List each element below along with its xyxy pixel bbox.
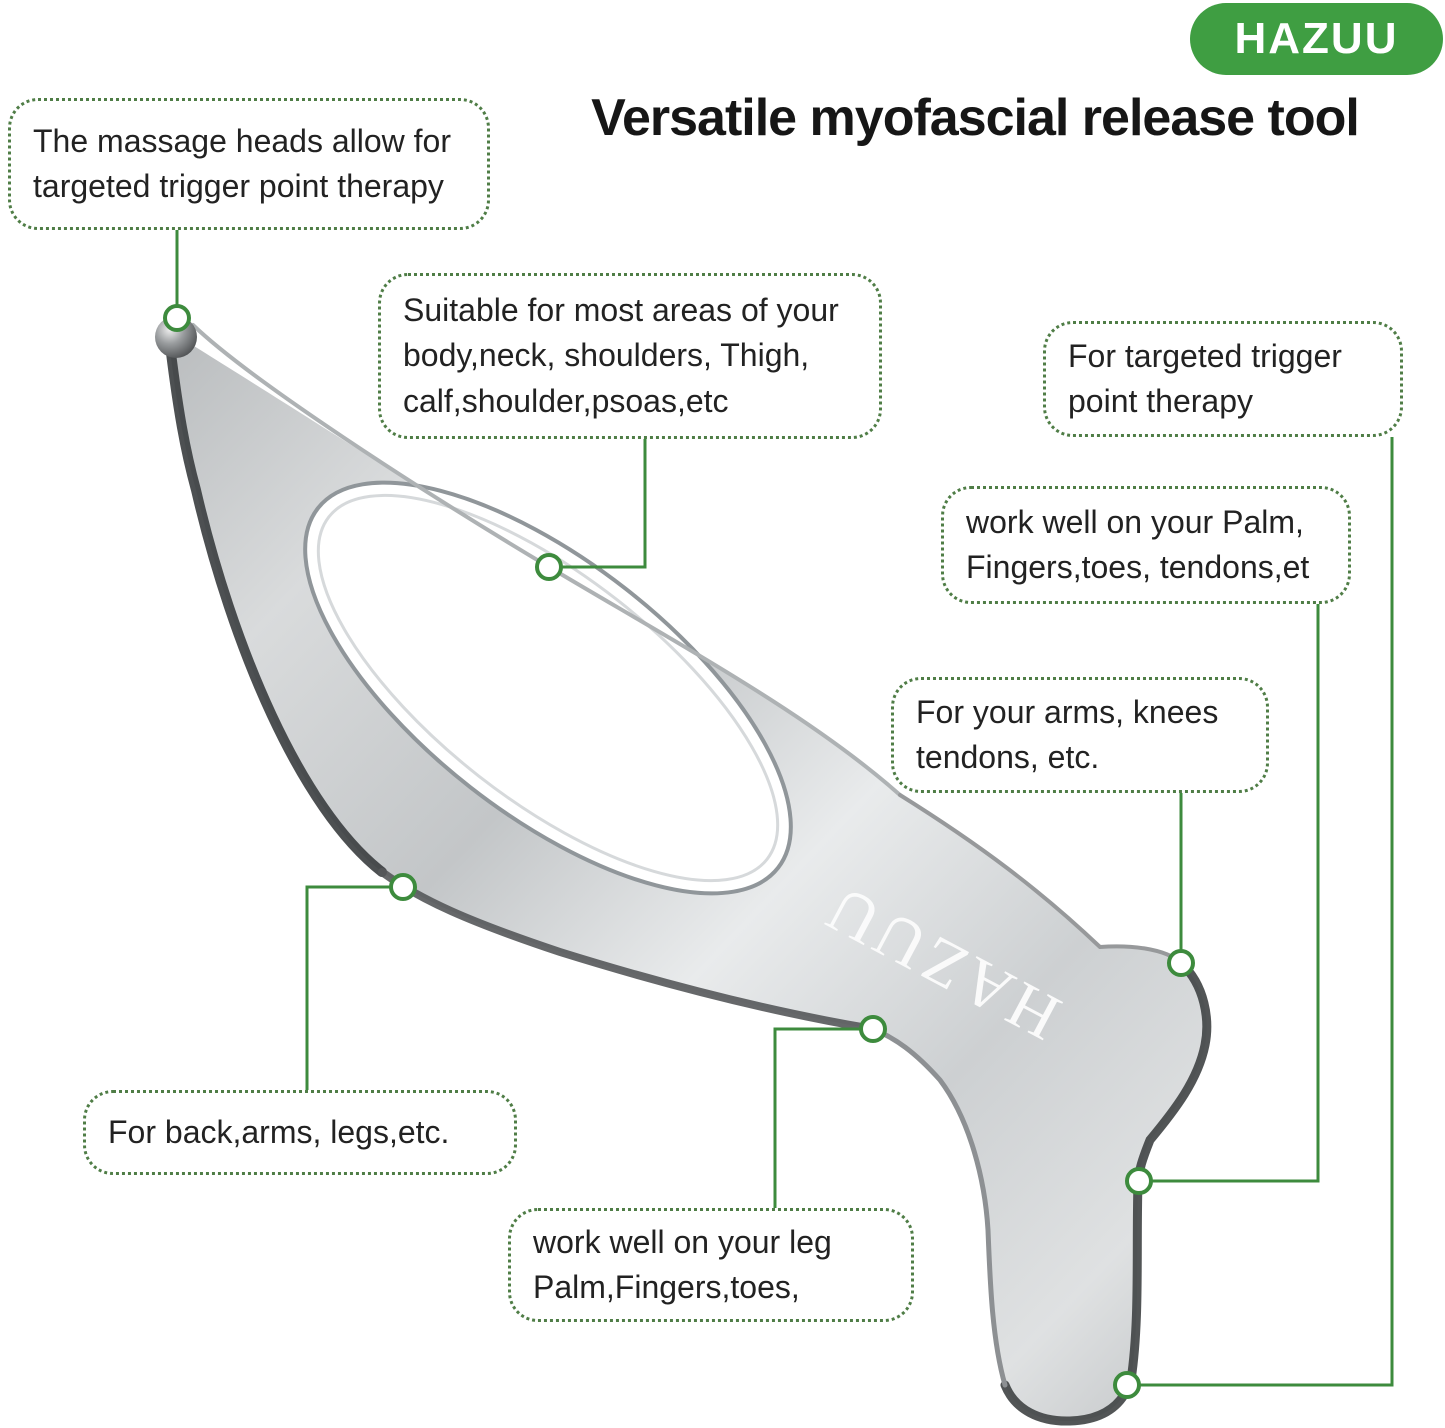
anchor-dot-leg-palm (859, 1015, 887, 1043)
page-title: Versatile myofascial release tool (591, 89, 1360, 147)
tool-hole (303, 480, 793, 896)
tool-edge-armpit (870, 1026, 1008, 1388)
anchor-dot-massage-heads (163, 304, 191, 332)
callout-suitable-areas: Suitable for most areas of your body,nec… (378, 273, 882, 439)
connector-back-arms (305, 885, 391, 1090)
anchor-dot-palm-fingers (1125, 1167, 1153, 1195)
connector-palm-fingers (1151, 604, 1320, 1183)
anchor-dot-arms-knees (1167, 949, 1195, 977)
tool-hole-inner-rim (316, 493, 780, 883)
tool-edge-bottom (165, 340, 387, 877)
connector-leg-palm (773, 1027, 861, 1208)
anchor-dot-back-arms (389, 873, 417, 901)
callout-leg-palm: work well on your leg Palm,Fingers,toes, (508, 1208, 914, 1322)
brand-badge: HAZUU (1190, 3, 1443, 75)
callout-massage-heads: The massage heads allow for targeted tri… (8, 98, 490, 230)
callout-trigger-point: For targeted trigger point therapy (1043, 321, 1403, 437)
callout-palm-fingers: work well on your Palm, Fingers,toes, te… (941, 486, 1351, 604)
callout-back-arms: For back,arms, legs,etc. (83, 1090, 517, 1175)
anchor-dot-trigger-point (1113, 1371, 1141, 1399)
callout-arms-knees: For your arms, knees tendons, etc. (891, 677, 1269, 793)
connector-suitable-areas (561, 439, 647, 569)
connector-trigger-point (1140, 437, 1394, 1387)
tool-edge-right (1000, 958, 1212, 1426)
tool-edge-neck (898, 793, 1183, 965)
tool-edge-bottom2 (378, 868, 877, 1033)
anchor-dot-suitable-areas (535, 553, 563, 581)
